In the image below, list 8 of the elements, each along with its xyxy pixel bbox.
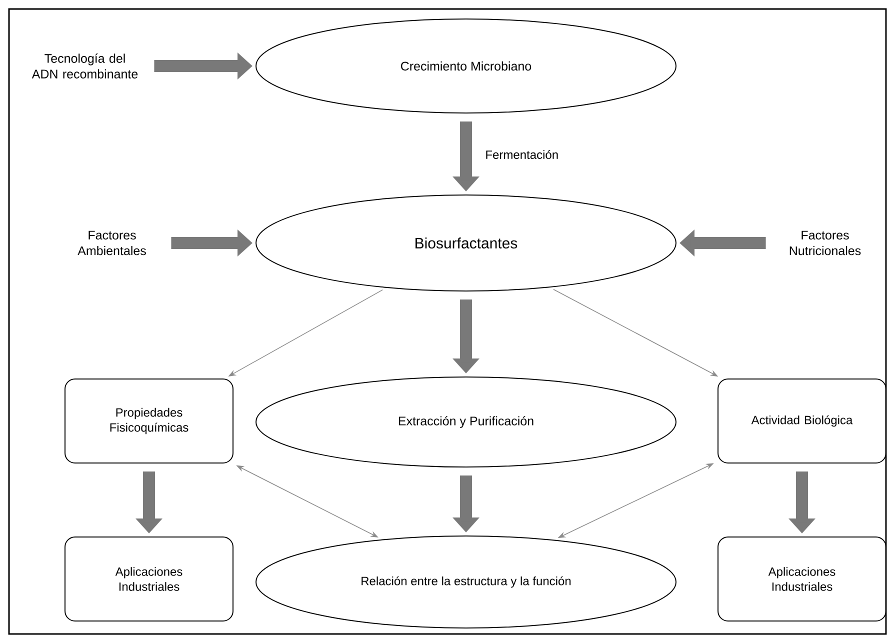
rounded-box: Actividad Biológica: [718, 378, 886, 464]
node-text: Factores Ambientales: [78, 230, 146, 256]
edge-label: Fermentación: [484, 149, 560, 160]
node-text: Tecnología del ADN recombinante: [32, 54, 138, 78]
rounded-box: Aplicaciones Industriales: [718, 536, 886, 622]
rounded-box: Propiedades Fisicoquímicas: [64, 378, 234, 464]
node-text: Factores Nutricionales: [790, 230, 861, 256]
rounded-box: Aplicaciones Industriales: [64, 536, 234, 622]
